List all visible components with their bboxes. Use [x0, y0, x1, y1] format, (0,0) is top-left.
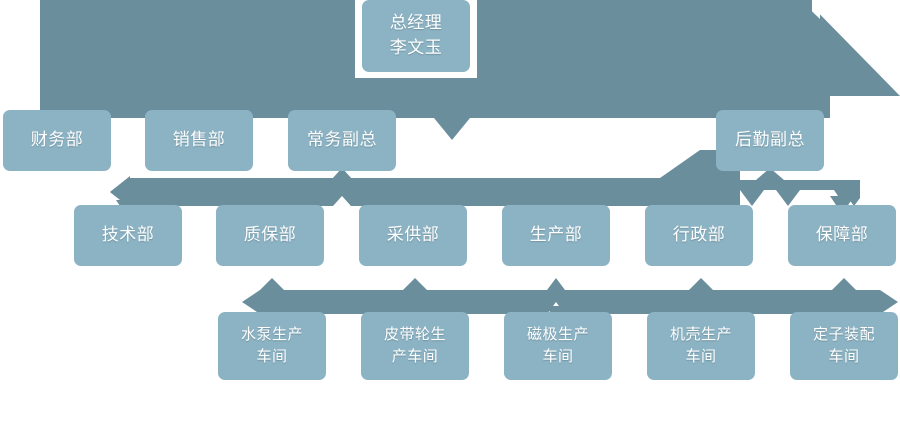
connector-production-to-level4 — [242, 278, 898, 314]
connector-execvp-bar — [110, 168, 580, 206]
connector-execvp-right-join — [560, 150, 740, 206]
connector-logistics-right-wing — [770, 170, 858, 208]
node-pulley-workshop[interactable]: 皮带轮生 产车间 — [361, 312, 469, 380]
node-logistics-vp[interactable]: 后勤副总 — [716, 110, 824, 171]
node-label: 后勤副总 — [735, 130, 805, 150]
node-label: 财务部 — [30, 130, 84, 150]
node-tech-dept[interactable]: 技术部 — [74, 205, 182, 266]
node-admin-dept[interactable]: 行政部 — [645, 205, 753, 266]
node-label: 机壳生产 车间 — [669, 326, 732, 365]
node-label: 销售部 — [172, 130, 226, 150]
node-stator-workshop[interactable]: 定子装配 车间 — [790, 312, 898, 380]
node-label: 质保部 — [243, 225, 297, 245]
node-purchase-dept[interactable]: 采供部 — [359, 205, 467, 266]
node-general-manager[interactable]: 总经理 李文玉 — [362, 0, 470, 72]
node-exec-vp[interactable]: 常务副总 — [288, 110, 396, 171]
connector-logistics-left-wing — [682, 170, 770, 208]
node-label: 行政部 — [672, 225, 726, 245]
node-label: 水泵生产 车间 — [240, 326, 303, 365]
connector-logisticsvp-to-level3 — [680, 168, 860, 206]
node-production-dept[interactable]: 生产部 — [502, 205, 610, 266]
node-pump-workshop[interactable]: 水泵生产 车间 — [218, 312, 326, 380]
node-label: 采供部 — [386, 225, 440, 245]
node-label: 保障部 — [815, 225, 869, 245]
node-casing-workshop[interactable]: 机壳生产 车间 — [647, 312, 755, 380]
connector-right-slope — [805, 0, 900, 122]
node-label: 定子装配 车间 — [812, 326, 875, 365]
node-label: 常务副总 — [307, 130, 377, 150]
node-sales-dept[interactable]: 销售部 — [145, 110, 253, 171]
node-quality-dept[interactable]: 质保部 — [216, 205, 324, 266]
node-finance-dept[interactable]: 财务部 — [3, 110, 111, 171]
connector-diagonal — [600, 0, 812, 120]
node-label: 技术部 — [101, 225, 155, 245]
node-label: 总经理 李文玉 — [389, 13, 443, 57]
node-label: 生产部 — [529, 225, 583, 245]
node-label: 磁极生产 车间 — [526, 326, 589, 365]
node-label: 皮带轮生 产车间 — [383, 326, 446, 365]
node-support-dept[interactable]: 保障部 — [788, 205, 896, 266]
node-magnet-workshop[interactable]: 磁极生产 车间 — [504, 312, 612, 380]
